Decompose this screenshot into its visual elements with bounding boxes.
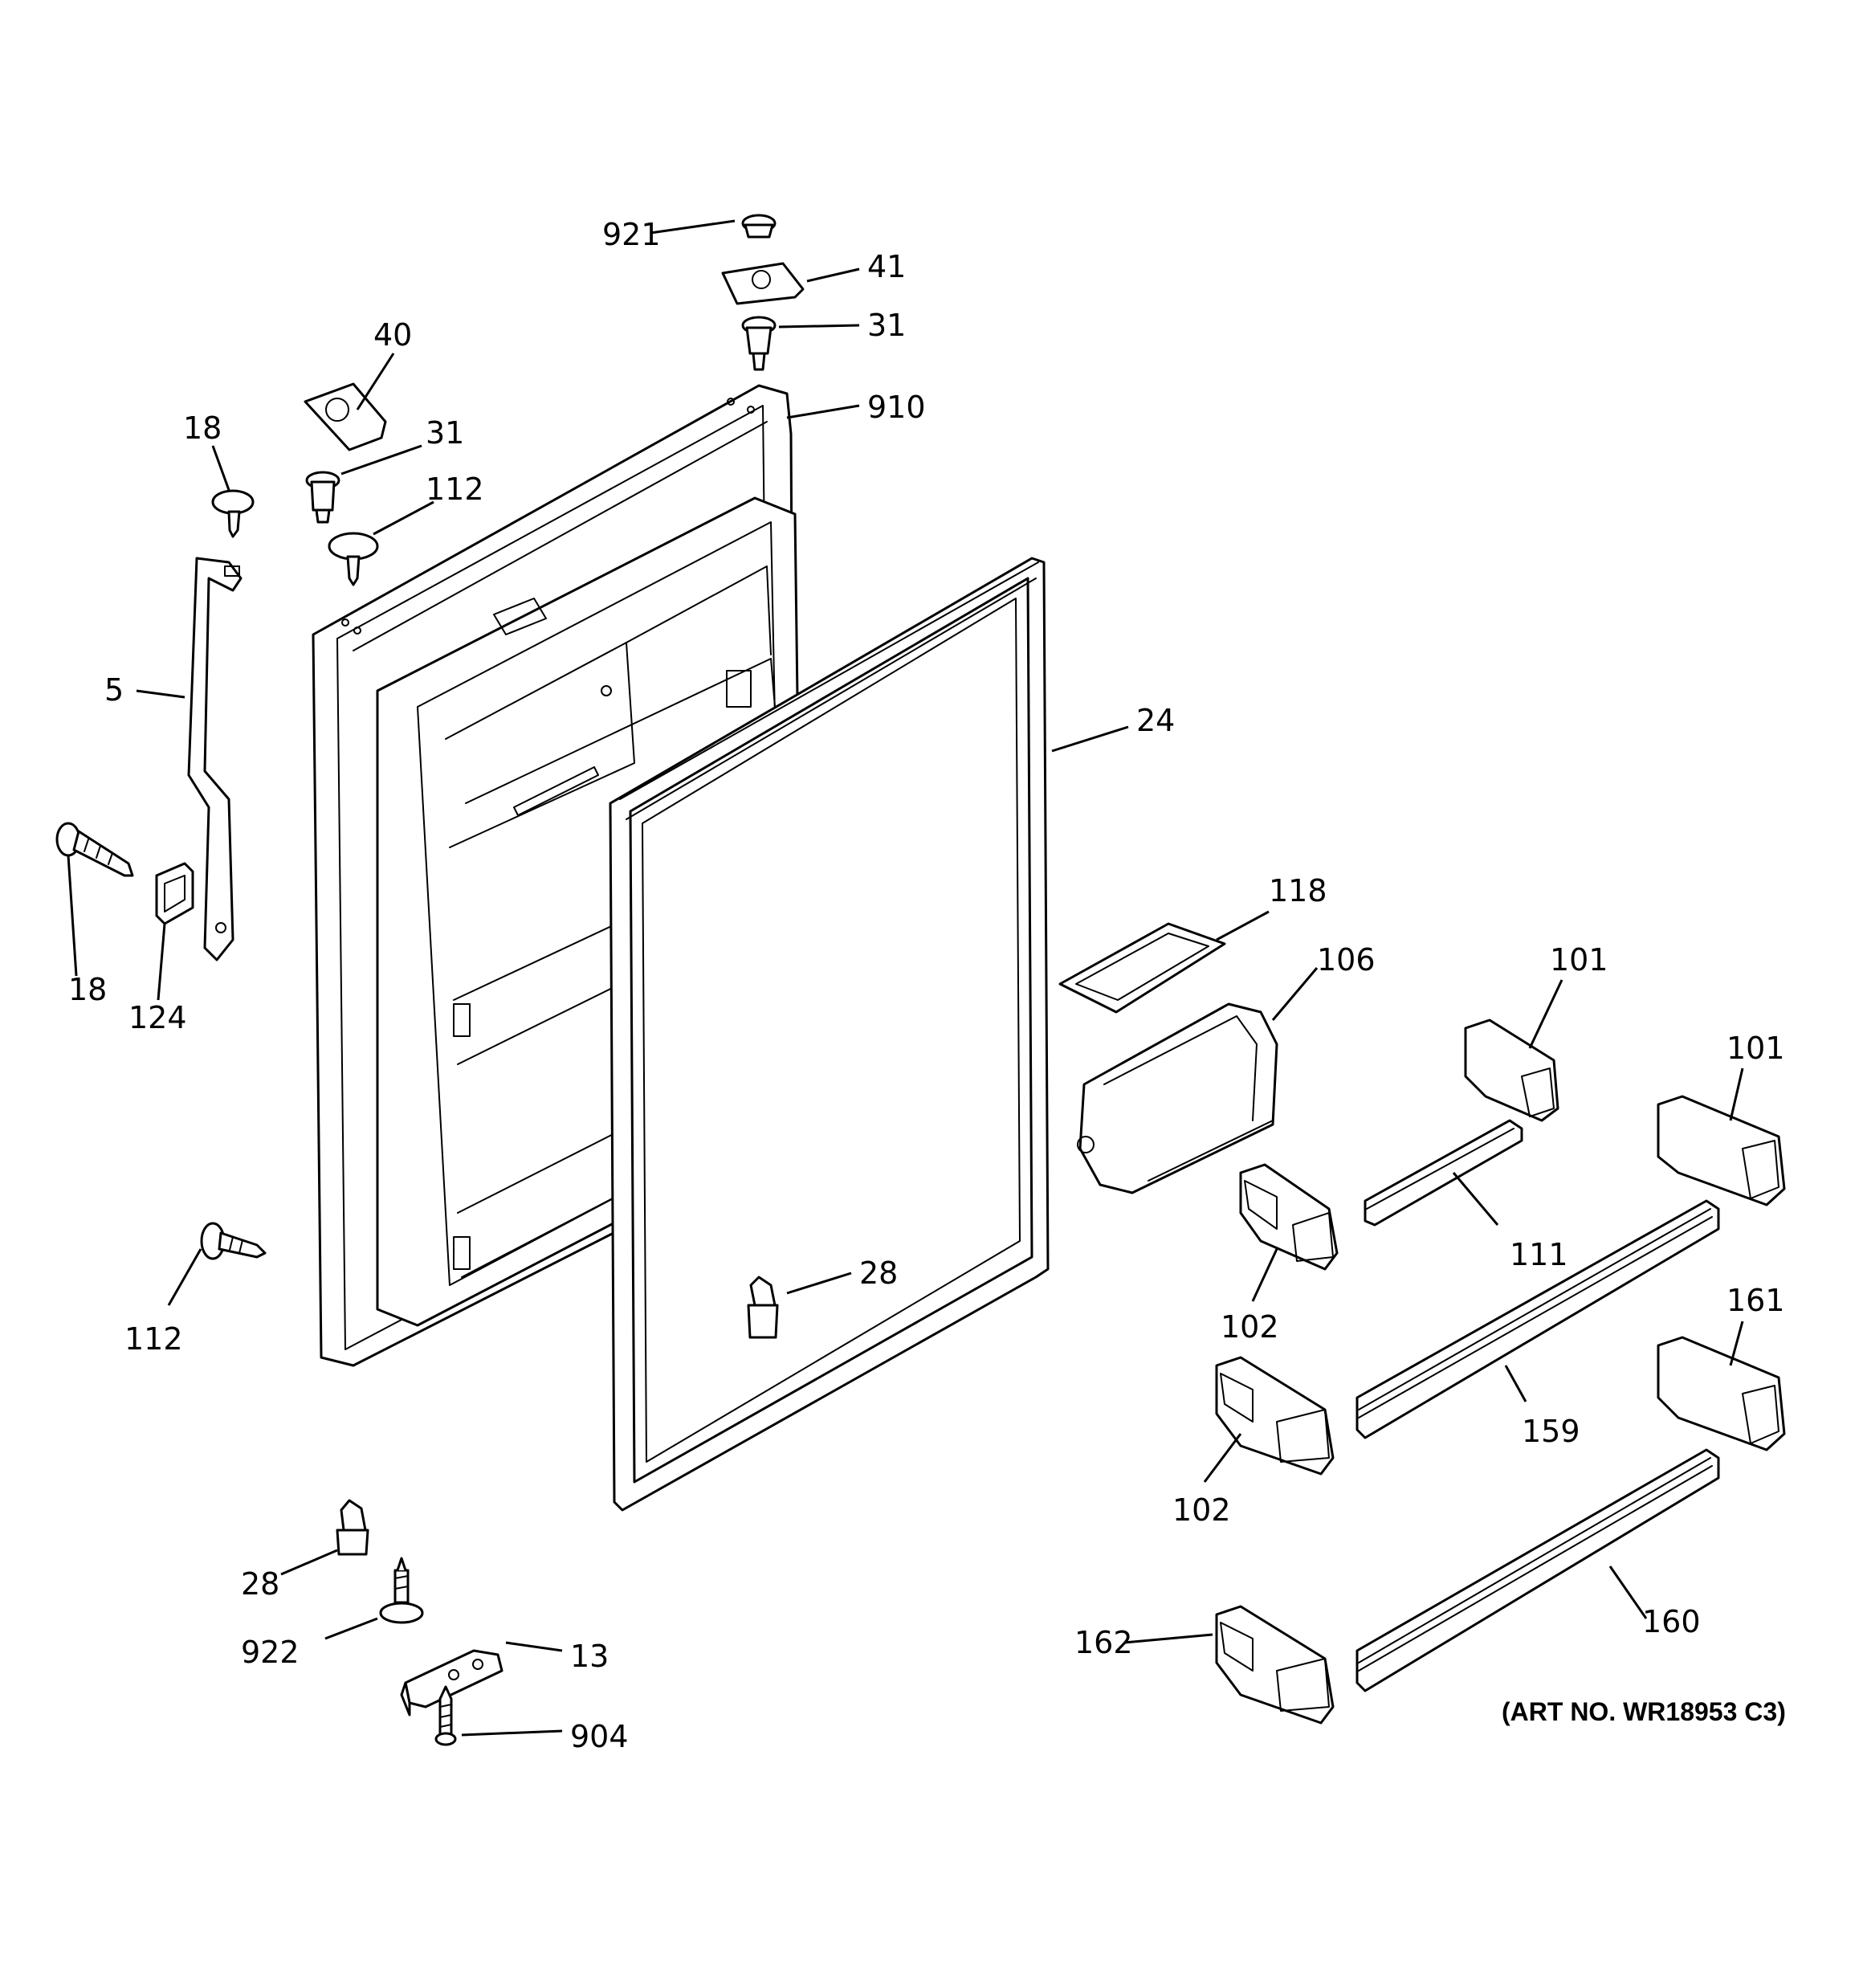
callout-31-left: 31 <box>426 415 464 451</box>
handle-screw-18 <box>55 822 134 877</box>
callout-161: 161 <box>1726 1283 1785 1318</box>
hinge-bushing-31-top <box>741 316 777 371</box>
callout-24: 24 <box>1136 703 1175 738</box>
callout-904: 904 <box>570 1719 629 1754</box>
hinge-bushing-31-left <box>305 471 340 524</box>
callout-18-top: 18 <box>183 410 222 446</box>
callout-101-b: 101 <box>1726 1031 1785 1066</box>
callout-31-top: 31 <box>867 308 906 343</box>
callout-922: 922 <box>241 1635 300 1670</box>
leader-lines <box>67 219 1744 1737</box>
hinge-bracket-13 <box>400 1649 503 1717</box>
callout-160: 160 <box>1642 1604 1701 1639</box>
callout-5: 5 <box>104 672 124 708</box>
callout-labels: 921 41 31 910 40 31 112 18 5 24 18 124 1… <box>68 217 1785 1754</box>
door-stop-28-mid <box>747 1276 779 1339</box>
callout-112-bottom: 112 <box>124 1321 183 1357</box>
bin-end-161 <box>1657 1336 1786 1451</box>
callout-102-b: 102 <box>1172 1492 1231 1528</box>
door-gasket <box>609 557 1050 1512</box>
callout-41: 41 <box>867 249 906 284</box>
screw-18-top <box>211 489 255 538</box>
callout-124: 124 <box>128 1000 187 1035</box>
callout-101-a: 101 <box>1550 942 1608 978</box>
callout-118: 118 <box>1269 873 1327 908</box>
callout-102-a: 102 <box>1221 1309 1279 1345</box>
callout-106: 106 <box>1317 942 1376 978</box>
screw-904 <box>434 1685 457 1746</box>
bin-end-162 <box>1215 1605 1335 1725</box>
cap-921 <box>741 214 777 239</box>
door-stop-28-bottom <box>336 1499 369 1556</box>
door-handle <box>187 557 243 961</box>
bin-end-101-a <box>1464 1018 1559 1122</box>
callout-28-bottom: 28 <box>241 1566 279 1602</box>
tray-118 <box>1058 922 1226 1014</box>
callout-921: 921 <box>602 217 661 252</box>
bin-end-102-a <box>1239 1163 1339 1271</box>
screw-112-bottom <box>200 1222 267 1260</box>
screw-922 <box>379 1557 424 1624</box>
callout-40: 40 <box>373 317 412 353</box>
callout-910: 910 <box>867 390 926 425</box>
art-number: (ART NO. WR18953 C3) <box>1502 1697 1786 1726</box>
callout-28-mid: 28 <box>859 1255 898 1291</box>
hinge-cap-40 <box>304 382 387 451</box>
handle-clip-124 <box>155 862 194 925</box>
callout-18-bottom: 18 <box>68 972 107 1007</box>
screw-112-top <box>328 532 379 586</box>
callout-112-top: 112 <box>426 471 484 507</box>
callout-162: 162 <box>1074 1625 1133 1660</box>
hinge-cap-41 <box>721 262 805 305</box>
callout-111: 111 <box>1510 1237 1568 1272</box>
shelf-bar-111 <box>1364 1119 1523 1227</box>
callout-13: 13 <box>570 1639 609 1674</box>
bin-end-101-b <box>1657 1095 1786 1206</box>
callout-159: 159 <box>1522 1414 1580 1449</box>
shelf-bar-159 <box>1355 1199 1720 1439</box>
shelf-bar-160 <box>1355 1448 1720 1692</box>
dairy-door-106 <box>1077 1002 1278 1194</box>
bin-end-102-b <box>1215 1356 1335 1476</box>
